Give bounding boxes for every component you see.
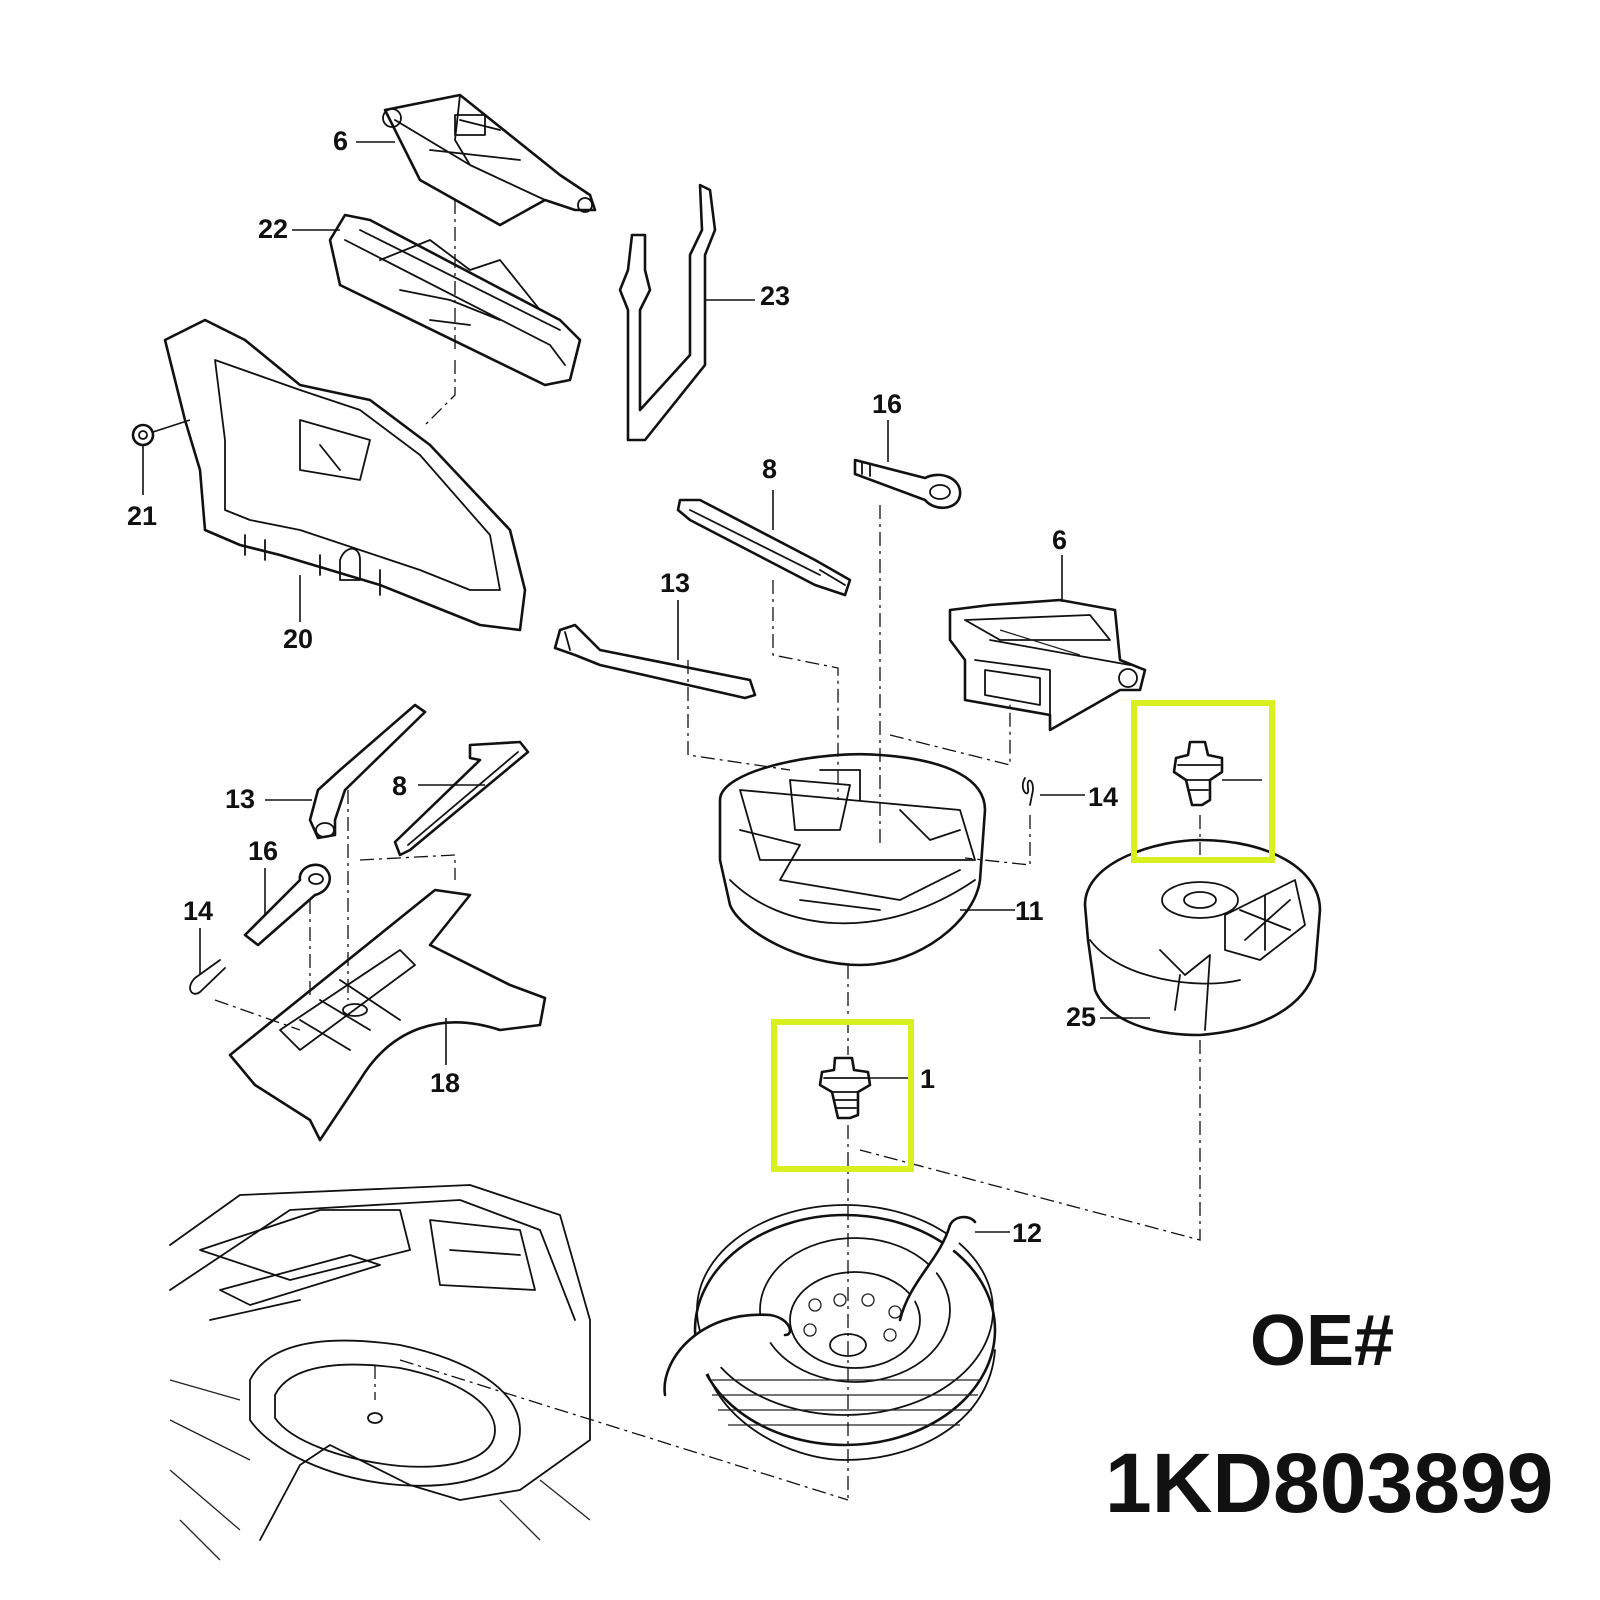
tool-foam-insert xyxy=(718,753,1015,967)
spare-wheel-foam-case xyxy=(1083,838,1322,1037)
callout-6-top: 6 xyxy=(333,126,348,156)
luggage-compartment xyxy=(169,1184,591,1561)
hook-tool-left xyxy=(393,740,530,857)
callout-16-left: 16 xyxy=(248,836,278,866)
callout-20: 20 xyxy=(283,624,313,654)
oe-part-number: 1KD803899 xyxy=(1105,1436,1554,1530)
towing-eye-right xyxy=(853,420,962,509)
callout-14-right: 14 xyxy=(1088,782,1118,812)
scissor-jack-top xyxy=(382,93,597,227)
callout-11: 11 xyxy=(1015,896,1044,926)
spring-clip-left xyxy=(189,928,226,995)
tool-rod xyxy=(618,183,755,442)
highlight-box-lower xyxy=(771,1019,914,1172)
oe-label: OE# xyxy=(1250,1301,1395,1381)
callout-13-right: 13 xyxy=(660,568,690,598)
callout-23: 23 xyxy=(760,281,790,311)
assembly-lines xyxy=(214,200,1201,1501)
spare-wheel xyxy=(663,1204,1010,1461)
callout-6-right: 6 xyxy=(1052,525,1067,555)
callout-16-right: 16 xyxy=(872,389,902,419)
callout-13-left: 13 xyxy=(225,784,255,814)
wheel-wrench-left xyxy=(265,703,427,840)
callout-25: 25 xyxy=(1066,1002,1096,1032)
side-trim-panel xyxy=(163,318,527,632)
hold-down-bolt-upper xyxy=(1172,740,1262,807)
floor-tool-tray xyxy=(228,888,547,1142)
callout-1: 1 xyxy=(920,1064,935,1094)
callout-22: 22 xyxy=(258,214,288,244)
scissor-jack-right xyxy=(948,598,1147,732)
towing-eye-left xyxy=(243,863,331,947)
wheel-wrench-right xyxy=(553,600,757,700)
push-clip xyxy=(131,419,191,495)
callout-21: 21 xyxy=(127,501,157,531)
callout-8-right: 8 xyxy=(762,454,777,484)
callout-14-left: 14 xyxy=(183,896,213,926)
spring-clip-right xyxy=(1021,777,1085,806)
hold-down-bolt-lower xyxy=(818,1056,910,1120)
highlight-box-upper xyxy=(1131,700,1275,863)
callout-8-left: 8 xyxy=(392,771,407,801)
callout-18: 18 xyxy=(430,1068,460,1098)
callout-12: 12 xyxy=(1012,1218,1042,1248)
hook-tool-right xyxy=(676,490,852,597)
